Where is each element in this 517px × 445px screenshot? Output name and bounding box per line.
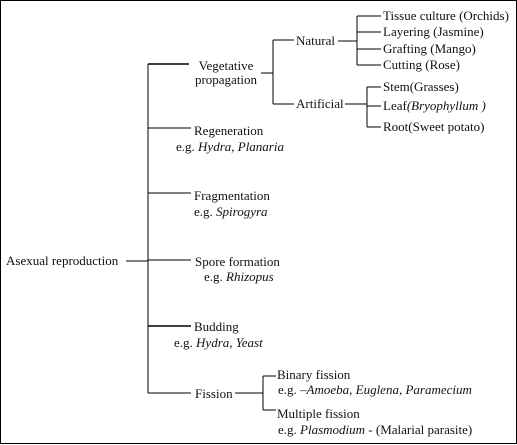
artificial-item-root: Root(Sweet potato) bbox=[383, 119, 485, 134]
natural-item-layering: Layering (Jasmine) bbox=[383, 24, 484, 39]
eg-prefix: e.g. bbox=[176, 139, 195, 154]
multiple-fission-organism: Plasmodium bbox=[300, 422, 366, 437]
fission-label: Fission bbox=[195, 386, 233, 401]
binary-fission-dash: – bbox=[300, 382, 307, 397]
binary-fission-organisms: Amoeba, Euglena, Paramecium bbox=[306, 382, 472, 397]
natural-item-cutting: Cutting (Rose) bbox=[383, 57, 460, 72]
eg-prefix: e.g. bbox=[278, 422, 297, 437]
vegetative-label-line2: propagation bbox=[194, 72, 258, 87]
artificial-item-stem: Stem(Grasses) bbox=[383, 79, 459, 94]
spore-formation-label: Spore formation bbox=[195, 254, 280, 269]
multiple-fission-label: Multiple fission bbox=[277, 406, 360, 421]
eg-prefix: e.g. bbox=[278, 382, 297, 397]
natural-item-tissue-culture: Tissue culture (Orchids) bbox=[383, 8, 509, 23]
spore-organism: Rhizopus bbox=[226, 269, 274, 284]
budding-label: Budding bbox=[194, 319, 239, 334]
multiple-fission-example: e.g. Plasmodium - (Malarial parasite) bbox=[278, 423, 472, 437]
multiple-fission-note: - (Malarial parasite) bbox=[368, 422, 473, 437]
root-label: Asexual reproduction bbox=[6, 253, 119, 268]
leaf-example: (Bryophyllum ) bbox=[406, 98, 486, 113]
budding-example: e.g. Hydra, Yeast bbox=[174, 336, 263, 350]
natural-item-grafting: Grafting (Mango) bbox=[383, 41, 476, 56]
leaf-label: Leaf bbox=[383, 98, 407, 113]
regeneration-organisms: Hydra, Planaria bbox=[198, 139, 284, 154]
vegetative-label-line1: Vegetative bbox=[198, 58, 254, 73]
fragmentation-organism: Spirogyra bbox=[216, 204, 268, 219]
fragmentation-label: Fragmentation bbox=[194, 188, 270, 203]
budding-organisms: Hydra, Yeast bbox=[196, 335, 263, 350]
regeneration-label: Regeneration bbox=[194, 123, 264, 138]
spore-formation-example: e.g. Rhizopus bbox=[204, 270, 274, 284]
eg-prefix: e.g. bbox=[174, 335, 193, 350]
artificial-label: Artificial bbox=[296, 96, 344, 111]
vegetative-propagation-label: Vegetative propagation bbox=[186, 59, 266, 87]
eg-prefix: e.g. bbox=[204, 269, 223, 284]
natural-label: Natural bbox=[296, 33, 335, 48]
binary-fission-label: Binary fission bbox=[277, 367, 351, 382]
regeneration-example: e.g. Hydra, Planaria bbox=[176, 140, 284, 154]
artificial-item-leaf: Leaf(Bryophyllum ) bbox=[383, 99, 486, 113]
eg-prefix: e.g. bbox=[194, 204, 213, 219]
binary-fission-example: e.g. –Amoeba, Euglena, Paramecium bbox=[278, 383, 472, 397]
fragmentation-example: e.g. Spirogyra bbox=[194, 205, 268, 219]
